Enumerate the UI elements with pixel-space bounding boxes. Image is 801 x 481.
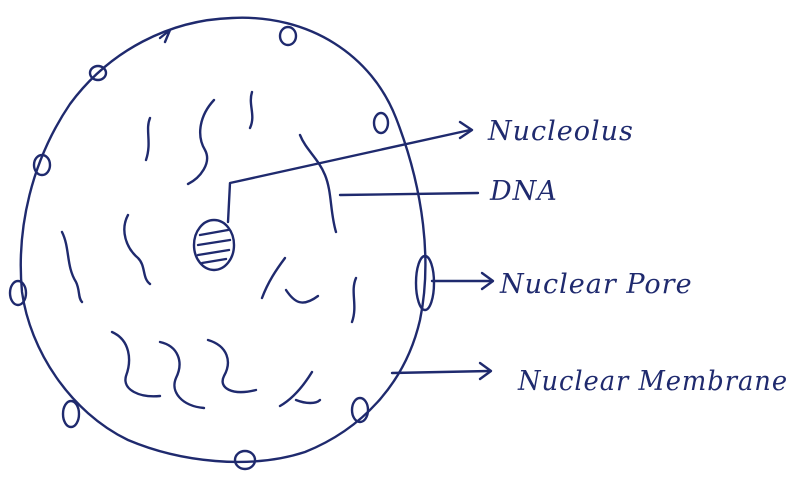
nuclear-pore: [235, 451, 255, 469]
dna-label: DNA: [489, 176, 558, 207]
nuclear-pore: [374, 113, 388, 133]
dna-leader: [340, 193, 478, 195]
nuclear-pores: [10, 27, 434, 469]
dna-strand: [62, 232, 82, 302]
nuclear-pore: [280, 27, 296, 45]
nuclear-pore: [63, 401, 79, 427]
nucleolus-hatching: [198, 230, 230, 263]
dna-strand: [262, 258, 285, 298]
nuclear-pore-label: Nuclear Pore: [499, 269, 693, 300]
leader-lines: [228, 122, 493, 379]
dna-strand: [146, 118, 150, 160]
dna-strand: [250, 92, 252, 128]
dna-strand: [124, 215, 150, 284]
dna-strand: [188, 100, 214, 184]
nucleolus: [194, 220, 234, 270]
dna-strand: [296, 400, 320, 403]
dna-strands: [62, 92, 356, 408]
dna-strand: [286, 290, 318, 303]
nuclear-membrane-label: Nuclear Membrane: [517, 366, 788, 397]
dna-strand: [160, 342, 204, 408]
nuclear-membrane-leader: [392, 371, 490, 373]
dna-strand: [208, 340, 256, 392]
dna-strand: [112, 332, 160, 396]
nucleolus-leader: [228, 130, 470, 222]
dna-strand: [352, 278, 356, 322]
dna-strand: [300, 135, 336, 232]
nucleolus-label: Nucleolus: [487, 116, 634, 147]
nuclear-pore: [10, 281, 26, 305]
nuclear-membrane-outline: [21, 18, 426, 462]
